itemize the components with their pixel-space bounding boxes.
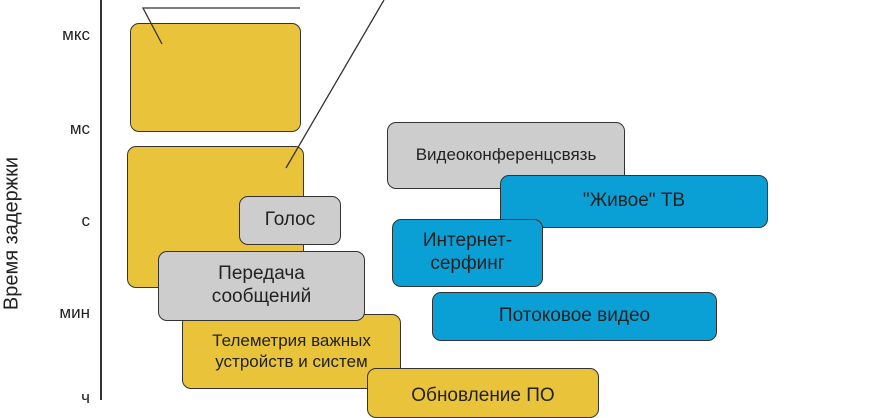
- box-sw-update: Обновление ПО: [367, 368, 599, 418]
- tick-ms: мс: [69, 119, 90, 138]
- box-messaging: Передача сообщений: [158, 251, 365, 321]
- y-axis-line: [100, 0, 102, 400]
- yellow-block-top: [130, 23, 301, 132]
- box-voice: Голос: [239, 196, 341, 245]
- box-live-tv: "Живое" ТВ: [500, 175, 768, 228]
- box-streaming: Потоковое видео: [432, 292, 717, 341]
- box-telemetry: Телеметрия важных устройств и систем: [182, 314, 401, 389]
- callout-line-top: [141, 7, 300, 45]
- box-web-surfing: Интернет-серфинг: [392, 219, 543, 287]
- tick-us: мкс: [62, 25, 90, 44]
- tick-min: мин: [59, 303, 90, 322]
- callout-line-diagonal: [285, 0, 385, 169]
- tick-h: ч: [81, 388, 90, 407]
- tick-s: с: [81, 211, 91, 230]
- callout-lines: [141, 0, 385, 169]
